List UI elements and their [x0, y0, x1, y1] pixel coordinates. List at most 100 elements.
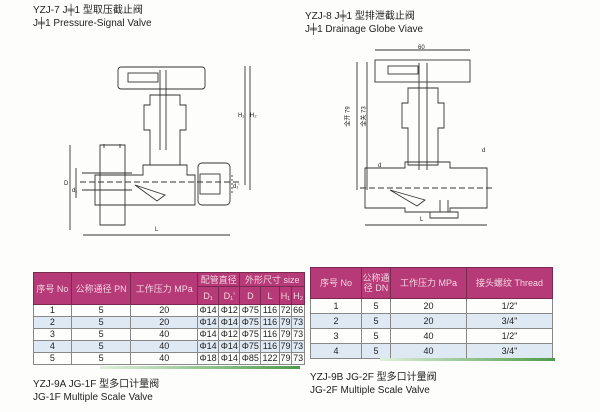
yzj8-title-en: J╪1 Drainage Globe Viave — [305, 24, 424, 35]
col-no: 序号 No — [310, 267, 362, 299]
col-D: D — [239, 286, 262, 305]
table-cell: Φ75 — [239, 340, 262, 353]
dim-d-label: D — [64, 181, 69, 187]
table-cell: 73 — [291, 340, 305, 353]
table-cell: 20 — [130, 304, 198, 317]
dim-closed-label: 全关 73 — [361, 106, 368, 127]
col-mpa: 工作压力 MPa — [130, 272, 198, 305]
table-cell: Φ14 — [218, 352, 241, 365]
table-cell: 2 — [33, 316, 72, 329]
table-cell: 40 — [390, 328, 467, 344]
col-d1: D₁ — [196, 286, 220, 305]
table-cell: 1/2" — [466, 328, 553, 344]
dim-l-label: L — [155, 227, 159, 233]
table-cell: Φ18 — [196, 352, 220, 365]
table-cell: 116 — [260, 304, 280, 317]
table-cell: 73 — [291, 352, 305, 365]
table-cell: 1/2" — [466, 298, 553, 314]
table-cell: 3/4" — [466, 313, 553, 329]
drainage-globe-valve-drawing — [356, 49, 495, 226]
col-d1p: D₁' — [218, 286, 241, 305]
table-cell: 116 — [260, 328, 280, 341]
col-no: 序号 No — [33, 272, 72, 305]
table-cell: Φ14 — [218, 340, 241, 353]
table-cell: 79 — [278, 316, 293, 329]
table-cell: 79 — [278, 352, 293, 365]
table-cell: 20 — [390, 313, 467, 329]
table-cell: Φ12 — [218, 328, 241, 341]
table-cell: 66 — [291, 304, 305, 317]
col-L: L — [260, 286, 280, 305]
yzj8-title-cn: YZJ-8 J╪1 型排泄截止阀 — [305, 11, 415, 22]
dim-h1-label: H₁ — [238, 113, 245, 119]
yzj9a-title-cn: YZJ-9A JG-1F 型多口计量阀 — [33, 379, 160, 390]
table-cell: 5 — [33, 352, 72, 365]
yzj7-title-cn: YZJ-7 J╪1 型取压截止阀 — [33, 5, 143, 16]
valve-drawings — [69, 49, 495, 236]
table-cell: 72 — [278, 304, 293, 317]
table-cell: Φ85 — [239, 352, 262, 365]
table-cell: 79 — [278, 340, 293, 353]
table-cell: 4 — [310, 343, 362, 359]
table-cell: Φ14 — [218, 316, 241, 329]
dim-h2-label: H₂ — [250, 113, 257, 119]
table-cell: 1 — [33, 304, 72, 317]
pressure-signal-valve-drawing — [69, 66, 251, 236]
dim-d-left-label: d — [378, 163, 382, 169]
dim-l-right-label: L — [420, 217, 424, 223]
yzj8-caption: YZJ-8 J╪1 型排泄截止阀 J╪1 Drainage Globe Viav… — [305, 10, 423, 36]
col-pn: 公称通径 PN — [70, 272, 132, 305]
table-cell: Φ14 — [196, 340, 220, 353]
table-cell: 5 — [70, 340, 132, 353]
dim-60-label: 60 — [418, 45, 425, 51]
table-cell: 4 — [33, 340, 72, 353]
table-cell: 5 — [361, 328, 391, 344]
table-cell: 20 — [130, 316, 198, 329]
table-cell: 2 — [310, 313, 362, 329]
table-cell: 5 — [70, 352, 132, 365]
table-cell: Φ14 — [196, 304, 220, 317]
table-cell: 40 — [130, 328, 198, 341]
table-cell: 73 — [291, 316, 305, 329]
table-cell: Φ75 — [239, 328, 262, 341]
table-cell: 40 — [390, 343, 467, 359]
table-cell: 40 — [130, 352, 198, 365]
table-cell: 5 — [70, 304, 132, 317]
col-h1: H₁ — [278, 286, 293, 305]
yzj7-title-en: J╪1 Pressure-Signal Valve — [33, 18, 152, 29]
table-cell: 5 — [70, 328, 132, 341]
table-cell: Φ75 — [239, 316, 262, 329]
yzj9a-caption: YZJ-9A JG-1F 型多口计量阀 JG-1F Multiple Scale… — [33, 378, 159, 404]
table-cell: 3 — [310, 328, 362, 344]
table-cell: 5 — [361, 313, 391, 329]
yzj9a-title-en: JG-1F Multiple Scale Valve — [33, 392, 153, 403]
yzj9b-title-en: JG-2F Multiple Scale Valve — [310, 385, 430, 396]
table-cell: 5 — [361, 298, 391, 314]
table-cell: Φ75 — [239, 304, 262, 317]
dim-open-label: 全开 79 — [345, 106, 352, 127]
table-cell: 122 — [260, 352, 280, 365]
pressure-signal-valve-table: 序号 No 公称通径 PN 工作压力 MPa 配管直径 外形尺寸 size D₁… — [33, 272, 305, 365]
dim-d1-label: d₁ — [72, 188, 78, 194]
dim-d1p-label: d₁' — [233, 184, 240, 190]
table-cell: Φ12 — [218, 304, 241, 317]
table-cell: 20 — [390, 298, 467, 314]
col-dn: 公称通径 DN — [361, 267, 391, 299]
table-cell: 5 — [70, 316, 132, 329]
col-pipe: 配管直径 — [196, 272, 241, 287]
col-mpa: 工作压力 MPa — [390, 267, 467, 299]
table-cell: Φ14 — [196, 328, 220, 341]
col-thread: 接头螺纹 Thread — [466, 267, 553, 299]
col-size: 外形尺寸 size — [239, 272, 305, 287]
table-cell: 40 — [130, 340, 198, 353]
table-cell: 3 — [33, 328, 72, 341]
table-cell: Φ14 — [196, 316, 220, 329]
